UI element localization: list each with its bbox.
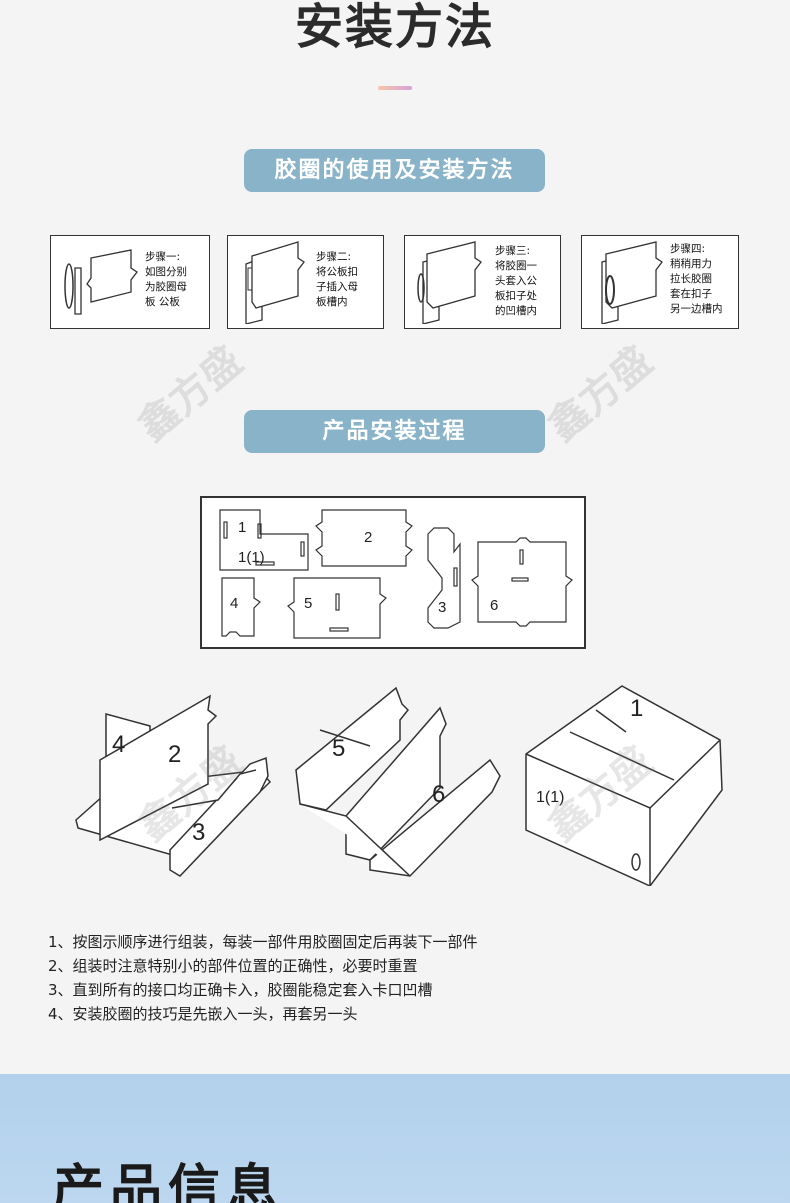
step-1-text: 步骤一: 如图分别 为胶圈母 板 公板: [145, 251, 187, 308]
section-header-assembly: 产品安装过程: [244, 410, 545, 453]
page-title: 安装方法: [294, 0, 495, 55]
step-2-text: 步骤二: 将公板扣 子插入母 板槽内: [316, 251, 358, 308]
assembly-label-5: 5: [332, 735, 345, 762]
part-label-1a: 1(1): [238, 549, 265, 566]
watermark-text-4: 鑫方盛: [540, 738, 661, 850]
part-3-shape: [427, 527, 461, 629]
instruction-item: 2、组装时注意特别小的部件位置的正确性，必要时重置: [48, 957, 418, 975]
product-info-band: [0, 1074, 790, 1203]
part-5-shape: [287, 577, 387, 639]
watermark-logo-1: 鑫方盛: [130, 338, 251, 450]
step-card-3: 步骤三: 将胶圈一 头套入公 板扣子处 的凹槽内: [404, 235, 561, 329]
product-info-title: 产品信息: [52, 1160, 285, 1203]
watermark-text-3: 鑫方盛: [130, 738, 251, 850]
instruction-item: 3、直到所有的接口均正确卡入，胶圈能稳定套入卡口凹槽: [48, 981, 433, 999]
assembly-label-2: 2: [168, 741, 181, 768]
assembly-label-1a: 1(1): [536, 789, 564, 806]
title-underline: [378, 86, 412, 90]
step-3-text: 步骤三: 将胶圈一 头套入公 板扣子处 的凹槽内: [495, 245, 537, 317]
part-4-shape: [221, 577, 261, 637]
watermark-text-2: 鑫方盛: [540, 338, 661, 450]
step-card-2: 步骤二: 将公板扣 子插入母 板槽内: [227, 235, 384, 329]
step-2-illustration: [245, 241, 305, 324]
assembly-label-6: 6: [432, 781, 445, 808]
part-label-4: 4: [230, 595, 238, 612]
part-label-2: 2: [364, 529, 372, 546]
parts-layout-svg: 1 1(1) 2 3 4 5 6: [219, 509, 573, 639]
step-4-text: 步骤四: 稍稍用力 拉长胶圈 套在扣子 另一边槽内: [670, 243, 723, 315]
instruction-list: 1、按图示顺序进行组装，每装一部件用胶圈固定后再装下一部件 2、组装时注意特别小…: [48, 930, 478, 1026]
part-1-shape: [219, 509, 309, 571]
step-4-illustration: [601, 241, 663, 324]
assembly-figure-1: [75, 694, 272, 877]
section-header-gasket: 胶圈的使用及安装方法: [244, 149, 545, 192]
part-2-shape: [315, 509, 413, 567]
watermark-text-1: 鑫方盛: [130, 338, 251, 450]
assembly-label-3: 3: [192, 819, 205, 846]
assembly-illustrations: 4 2 3 5 6 1 1(1): [75, 685, 723, 886]
instruction-item: 4、安装胶圈的技巧是先嵌入一头，再套另一头: [48, 1005, 358, 1023]
assembly-figure-3: [525, 685, 723, 886]
step-card-4: 步骤四: 稍稍用力 拉长胶圈 套在扣子 另一边槽内: [581, 235, 739, 329]
part-label-5: 5: [304, 595, 312, 612]
step-card-1: 步骤一: 如图分别 为胶圈母 板 公板: [50, 235, 210, 329]
instruction-item: 1、按图示顺序进行组装，每装一部件用胶圈固定后再装下一部件: [48, 933, 478, 951]
assembly-label-4: 4: [112, 731, 125, 758]
assembly-label-1: 1: [630, 695, 643, 722]
step-3-illustration: [417, 241, 482, 324]
step-1-illustration: [64, 249, 138, 315]
part-label-6: 6: [490, 597, 498, 614]
watermark-logo-3: 鑫方盛: [130, 738, 251, 850]
part-label-3: 3: [438, 599, 446, 616]
parts-diagram: 1 1(1) 2 3 4 5 6: [200, 496, 586, 649]
part-6-shape: [471, 537, 573, 627]
watermark-logo-4: 鑫方盛: [540, 738, 661, 850]
assembly-figure-2: [295, 686, 501, 877]
part-label-1: 1: [238, 519, 246, 536]
watermark-logo-2: 鑫方盛: [540, 338, 661, 450]
